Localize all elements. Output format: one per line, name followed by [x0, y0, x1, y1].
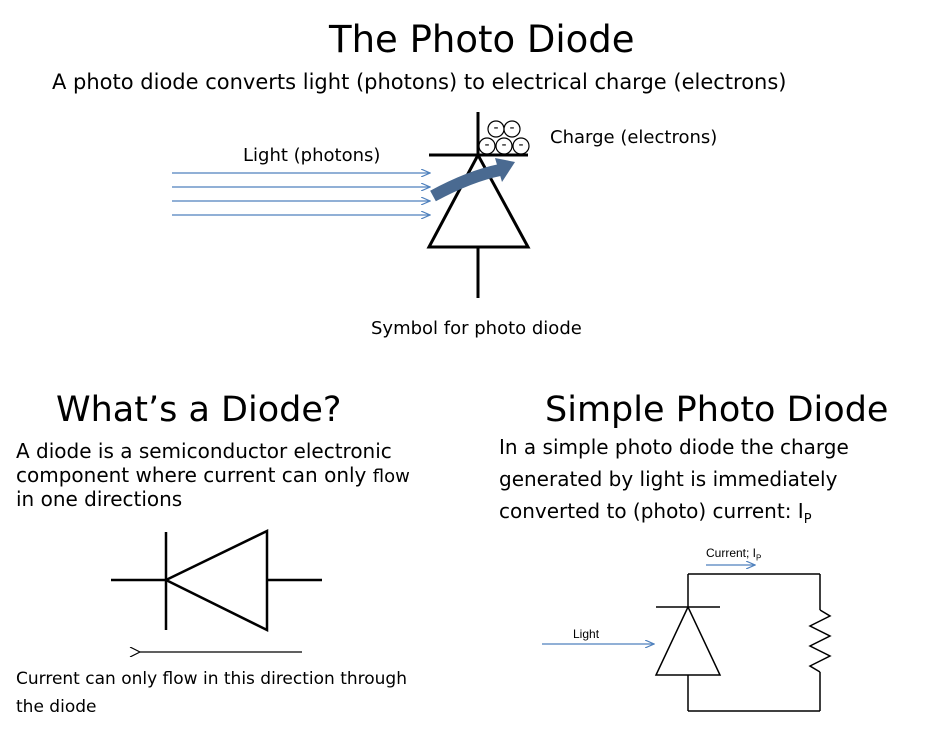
symbol-caption: Symbol for photo diode	[371, 318, 582, 339]
light-rays	[172, 173, 430, 215]
circuit	[654, 573, 832, 712]
diode-text-line2: component where current can only flow	[16, 461, 410, 491]
electron-sign: -	[501, 137, 507, 153]
diode-text-line1: A diode is a semiconductor electronic	[16, 439, 392, 463]
electron-cluster	[478, 120, 530, 155]
simple-text-subscript: P	[803, 512, 812, 527]
circuit-light-label: Light	[573, 627, 600, 641]
diode-symbol	[111, 529, 322, 633]
diode-text-line3: in one directions	[16, 487, 183, 511]
simple-text-line1: In a simple photo diode the charge	[499, 435, 849, 459]
electron-sign: -	[484, 137, 490, 153]
diode-text-line2b: flow	[372, 466, 410, 487]
page-subtitle: A photo diode converts light (photons) t…	[52, 70, 787, 94]
charge-label: Charge (electrons)	[550, 127, 718, 148]
electron-sign: -	[493, 120, 499, 136]
current-label: Current; IP	[706, 546, 761, 562]
electron-sign: -	[518, 137, 524, 153]
current-label-main: Current; I	[706, 546, 757, 560]
simple-text-line2: generated by light is immediately	[499, 467, 838, 491]
page-title: The Photo Diode	[329, 18, 635, 61]
photo-diode-symbol	[426, 112, 531, 298]
electron-sign: -	[509, 120, 515, 136]
conversion-arrow	[430, 158, 515, 202]
diode-heading: What’s a Diode?	[56, 390, 342, 430]
simple-text-line3-main: converted to (photo) current: I	[499, 499, 804, 523]
resistor	[808, 609, 832, 673]
diode-caption-line2: the diode	[16, 697, 97, 717]
diode-text-line2a: component where current can only	[16, 463, 373, 487]
simple-heading: Simple Photo Diode	[545, 390, 889, 430]
light-label: Light (photons)	[243, 145, 381, 166]
simple-text-line3: converted to (photo) current: IP	[499, 497, 812, 534]
current-label-subscript: P	[756, 553, 762, 563]
diode-caption-line1: Current can only flow in this direction …	[16, 669, 407, 689]
